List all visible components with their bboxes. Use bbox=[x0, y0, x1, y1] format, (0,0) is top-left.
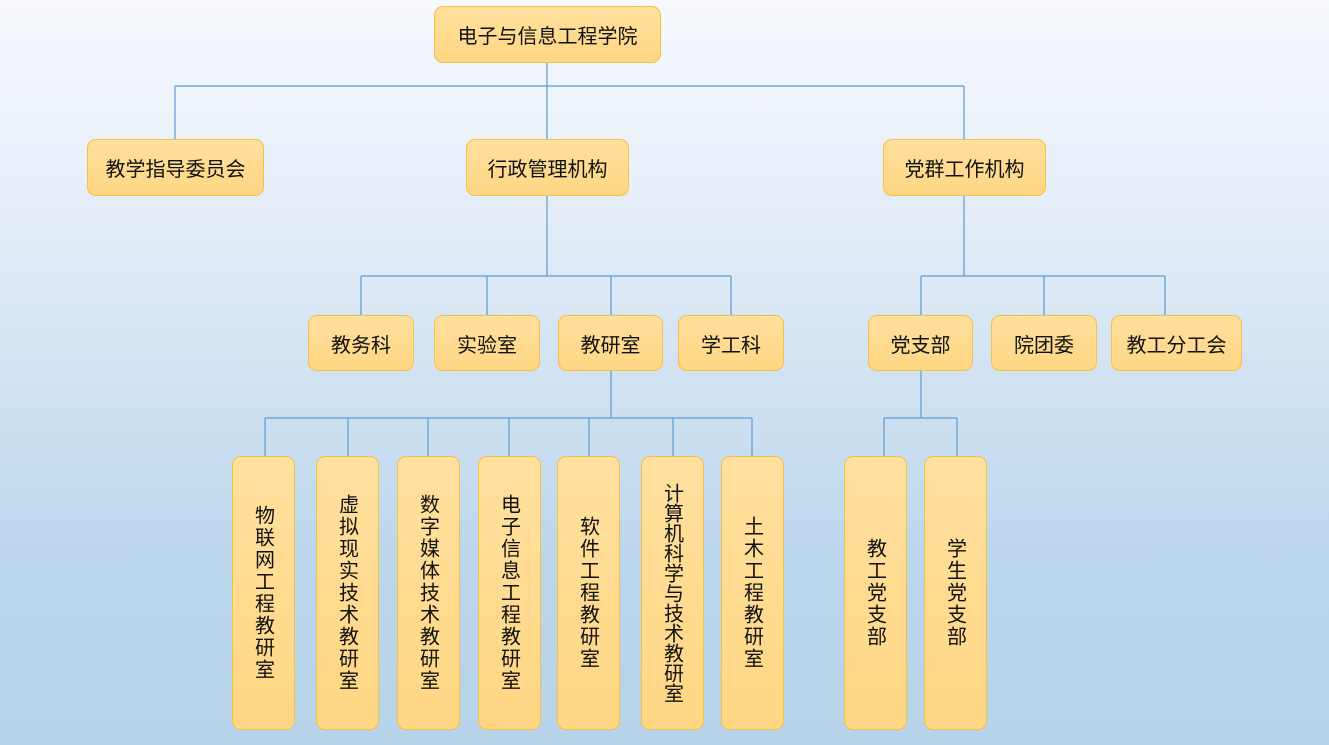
node-label: 教工分工会 bbox=[1126, 332, 1227, 357]
node-label: 党群工作机构 bbox=[904, 157, 1025, 181]
node-label: 软件工程教研室 bbox=[576, 516, 601, 670]
node-union[interactable]: 教工分工会 bbox=[1111, 315, 1242, 371]
node-label: 院团委 bbox=[1014, 332, 1074, 357]
node-vr-office[interactable]: 虚拟现实技术教研室 bbox=[316, 456, 379, 730]
node-faculty-branch[interactable]: 教工党支部 bbox=[844, 456, 907, 730]
node-label: 电子与信息工程学院 bbox=[457, 24, 638, 48]
node-administration[interactable]: 行政管理机构 bbox=[466, 139, 629, 196]
node-academic-affairs[interactable]: 教务科 bbox=[308, 315, 414, 371]
node-civil-office[interactable]: 土木工程教研室 bbox=[721, 456, 784, 730]
node-research-office[interactable]: 教研室 bbox=[558, 315, 663, 371]
node-label: 教工党支部 bbox=[863, 538, 888, 648]
node-software-office[interactable]: 软件工程教研室 bbox=[557, 456, 620, 730]
node-party-branch[interactable]: 党支部 bbox=[868, 315, 973, 371]
node-electronic-info-office[interactable]: 电子信息工程教研室 bbox=[478, 456, 541, 730]
node-teaching-committee[interactable]: 教学指导委员会 bbox=[87, 139, 264, 196]
node-label: 党支部 bbox=[890, 332, 951, 357]
node-laboratory[interactable]: 实验室 bbox=[434, 315, 540, 371]
node-label: 电子信息工程教研室 bbox=[497, 494, 522, 692]
node-label: 学生党支部 bbox=[943, 538, 968, 648]
node-student-affairs[interactable]: 学工科 bbox=[678, 315, 784, 371]
node-label: 数字媒体技术教研室 bbox=[416, 494, 441, 692]
node-label: 教务科 bbox=[331, 332, 391, 357]
node-youth-league[interactable]: 院团委 bbox=[991, 315, 1097, 371]
node-label: 计算机科学与技术教研室 bbox=[660, 483, 685, 703]
node-digital-media-office[interactable]: 数字媒体技术教研室 bbox=[397, 456, 460, 730]
node-label: 物联网工程教研室 bbox=[251, 505, 276, 681]
node-label: 教学指导委员会 bbox=[105, 157, 246, 181]
node-college[interactable]: 电子与信息工程学院 bbox=[434, 6, 661, 63]
node-student-branch[interactable]: 学生党支部 bbox=[924, 456, 987, 730]
node-label: 实验室 bbox=[457, 332, 517, 357]
node-label: 教研室 bbox=[580, 332, 641, 357]
node-cs-office[interactable]: 计算机科学与技术教研室 bbox=[641, 456, 704, 730]
node-label: 土木工程教研室 bbox=[740, 516, 765, 670]
node-label: 行政管理机构 bbox=[487, 157, 608, 181]
node-label: 虚拟现实技术教研室 bbox=[335, 494, 360, 692]
node-party-mass[interactable]: 党群工作机构 bbox=[883, 139, 1046, 196]
node-label: 学工科 bbox=[701, 332, 761, 357]
node-iot-office[interactable]: 物联网工程教研室 bbox=[232, 456, 295, 730]
